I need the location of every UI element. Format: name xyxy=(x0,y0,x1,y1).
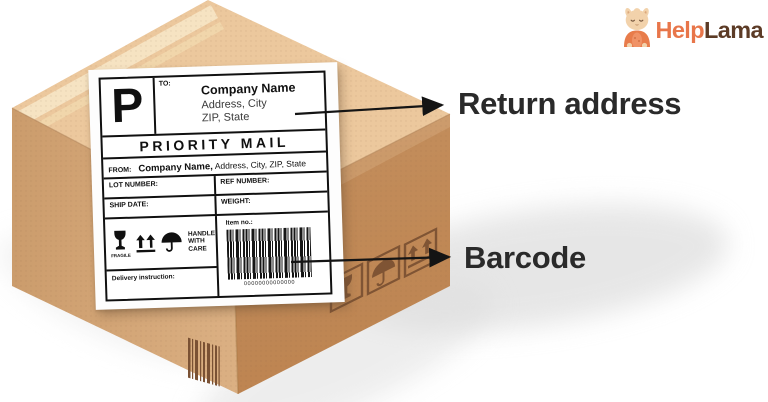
shipping-label-table: P TO: Company Name Address, City ZIP, St… xyxy=(98,70,333,302)
shipping-label: P TO: Company Name Address, City ZIP, St… xyxy=(88,62,345,310)
to-label: TO: xyxy=(158,80,171,88)
umbrella-icon xyxy=(161,232,182,252)
sender-address: Address, City, ZIP, State xyxy=(214,158,307,172)
arrows-up-icon xyxy=(135,234,156,253)
label-row-to: P TO: Company Name Address, City ZIP, St… xyxy=(100,73,326,136)
llama-mascot-icon xyxy=(624,7,651,47)
from-label: FROM: xyxy=(108,166,132,175)
barcode-annotation: Barcode xyxy=(464,240,586,275)
handling-symbols: FRAGILE xyxy=(104,216,217,272)
sender-company: Company Name, xyxy=(138,161,213,175)
handle-with-care-text: HANDLE WITH CARE xyxy=(187,230,216,253)
label-barcode xyxy=(225,227,312,280)
priority-p-mark: P xyxy=(100,77,157,136)
return-address-annotation: Return address xyxy=(458,86,682,121)
logo-text-help: Help xyxy=(655,16,704,43)
label-row-bottom: FRAGILE xyxy=(104,210,331,300)
recipient-zip-line: ZIP, State xyxy=(201,111,250,125)
barcode-digits: 00000000000000 xyxy=(243,279,296,288)
fragile-caption: FRAGILE xyxy=(111,252,131,259)
logo-text-lama: Lama xyxy=(704,16,764,43)
recipient-address: Company Name Address, City ZIP, State xyxy=(201,80,325,127)
fragile-glass-icon xyxy=(114,230,126,250)
item-no-label: Item no.: xyxy=(225,218,253,227)
helplama-logo: HelpLama xyxy=(617,5,764,47)
delivery-instruction-label: Delivery instruction: xyxy=(111,273,175,283)
logo-wordmark: HelpLama xyxy=(655,17,763,44)
